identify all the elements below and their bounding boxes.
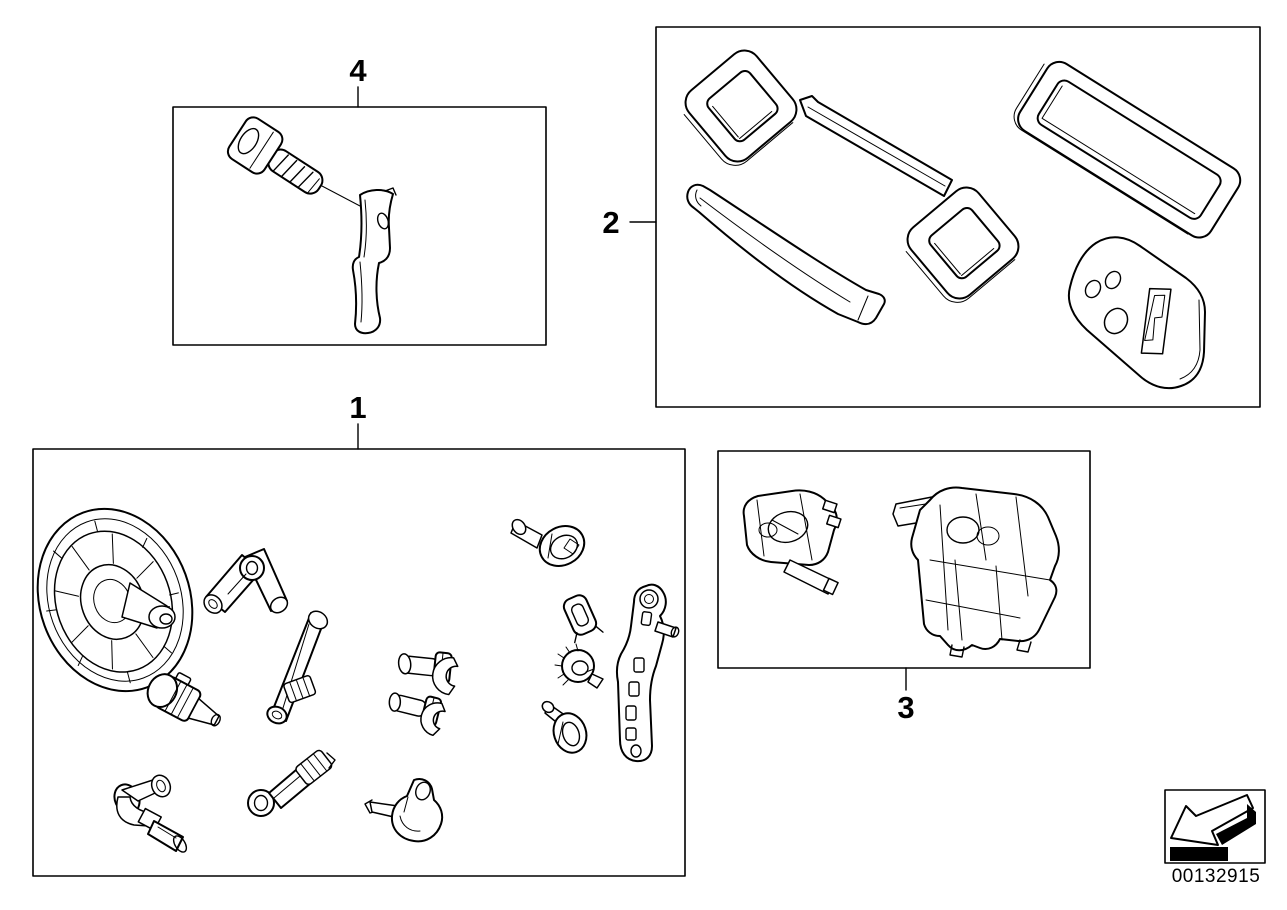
callout-label-3[interactable]: 3 (897, 690, 915, 725)
assembly-leader-line (321, 185, 361, 207)
ribbed-knob (146, 672, 221, 727)
callout-leader-lines (357, 86, 907, 691)
ladder-lever (616, 583, 680, 763)
callout-label-1[interactable]: 1 (349, 390, 367, 425)
group-4-box (172, 106, 547, 346)
large-housing-bracket (892, 486, 1060, 658)
angle-bracket-pin (113, 774, 188, 853)
hex-socket-screw (226, 116, 361, 207)
key-lever (364, 778, 444, 843)
group-boxes (32, 26, 1261, 877)
group-3-box (717, 450, 1091, 669)
small-clamp (562, 594, 604, 644)
wing-clip (541, 700, 588, 754)
twin-frame-gasket (683, 49, 1020, 303)
ribbed-grommet (554, 643, 604, 689)
image-number: 00132915 (1171, 866, 1261, 887)
direction-arrow-icon (1170, 794, 1256, 861)
flange-clip-pin (510, 518, 586, 567)
long-lever (266, 610, 329, 725)
group-2-box (655, 26, 1261, 408)
round-air-vent (36, 507, 194, 693)
perforated-plate-gasket (1068, 236, 1206, 390)
direction-stamp (1164, 789, 1266, 864)
eye-lever (247, 749, 336, 817)
large-frame-gasket (1013, 60, 1242, 239)
fork-pin (397, 651, 459, 696)
curved-strip-gasket (686, 183, 886, 326)
support-bracket (351, 187, 397, 335)
small-housing-bracket (742, 489, 842, 596)
callout-label-4[interactable]: 4 (349, 53, 367, 88)
group-1-box (32, 448, 686, 877)
pivot-lever (203, 548, 289, 614)
stamp-box (1164, 789, 1266, 864)
fork-pin-small (388, 692, 446, 737)
callout-label-2[interactable]: 2 (602, 205, 620, 240)
